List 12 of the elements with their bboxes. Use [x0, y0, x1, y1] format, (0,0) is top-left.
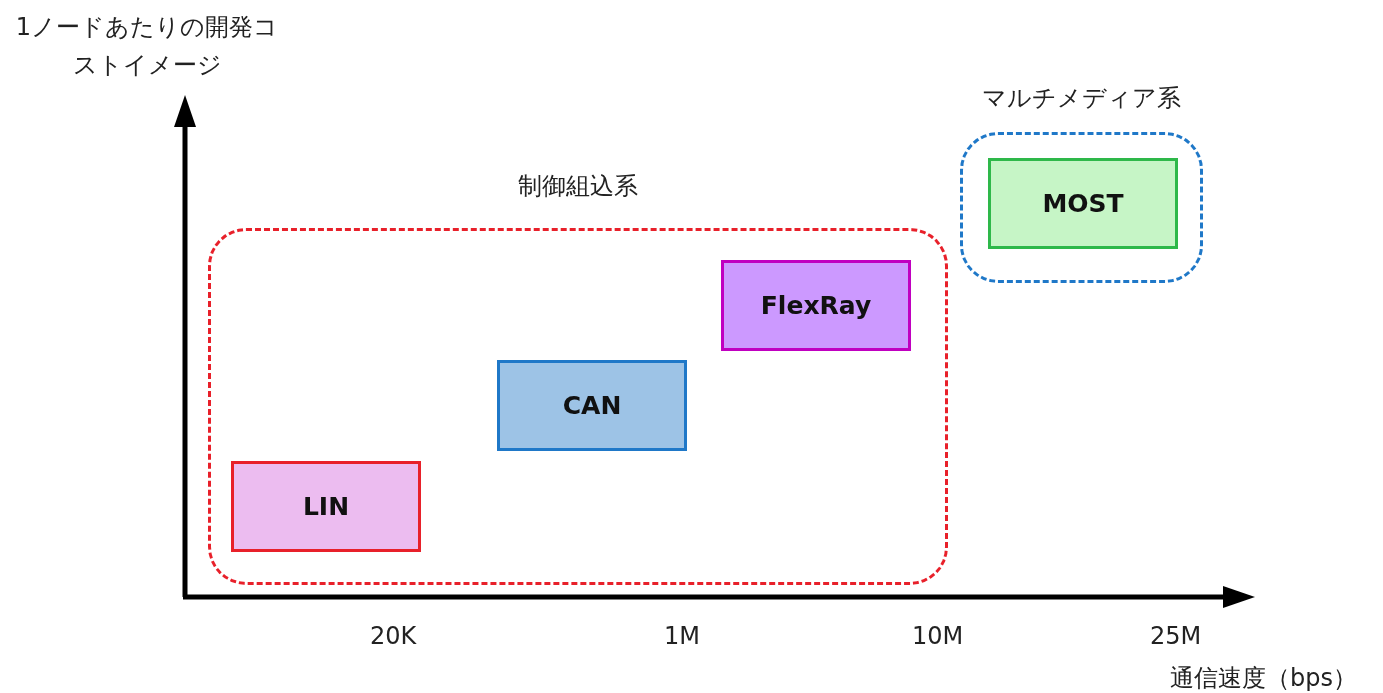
tick-label: 25M	[1150, 622, 1202, 650]
protocol-box: CAN	[497, 360, 687, 451]
axis-title: 1ノードあたりの開発コストイメージ	[14, 12, 280, 81]
group-heading: マルチメディア系	[981, 83, 1182, 114]
tick-label: 10M	[912, 622, 964, 650]
group-heading: 制御組込系	[517, 171, 639, 202]
protocol-box: MOST	[988, 158, 1178, 249]
tick-label: 20K	[370, 622, 417, 650]
tick-label: 1M	[664, 622, 700, 650]
protocol-box: FlexRay	[721, 260, 911, 351]
axis-title: 通信速度（bps）	[1170, 663, 1357, 693]
protocol-box: LIN	[231, 461, 421, 552]
